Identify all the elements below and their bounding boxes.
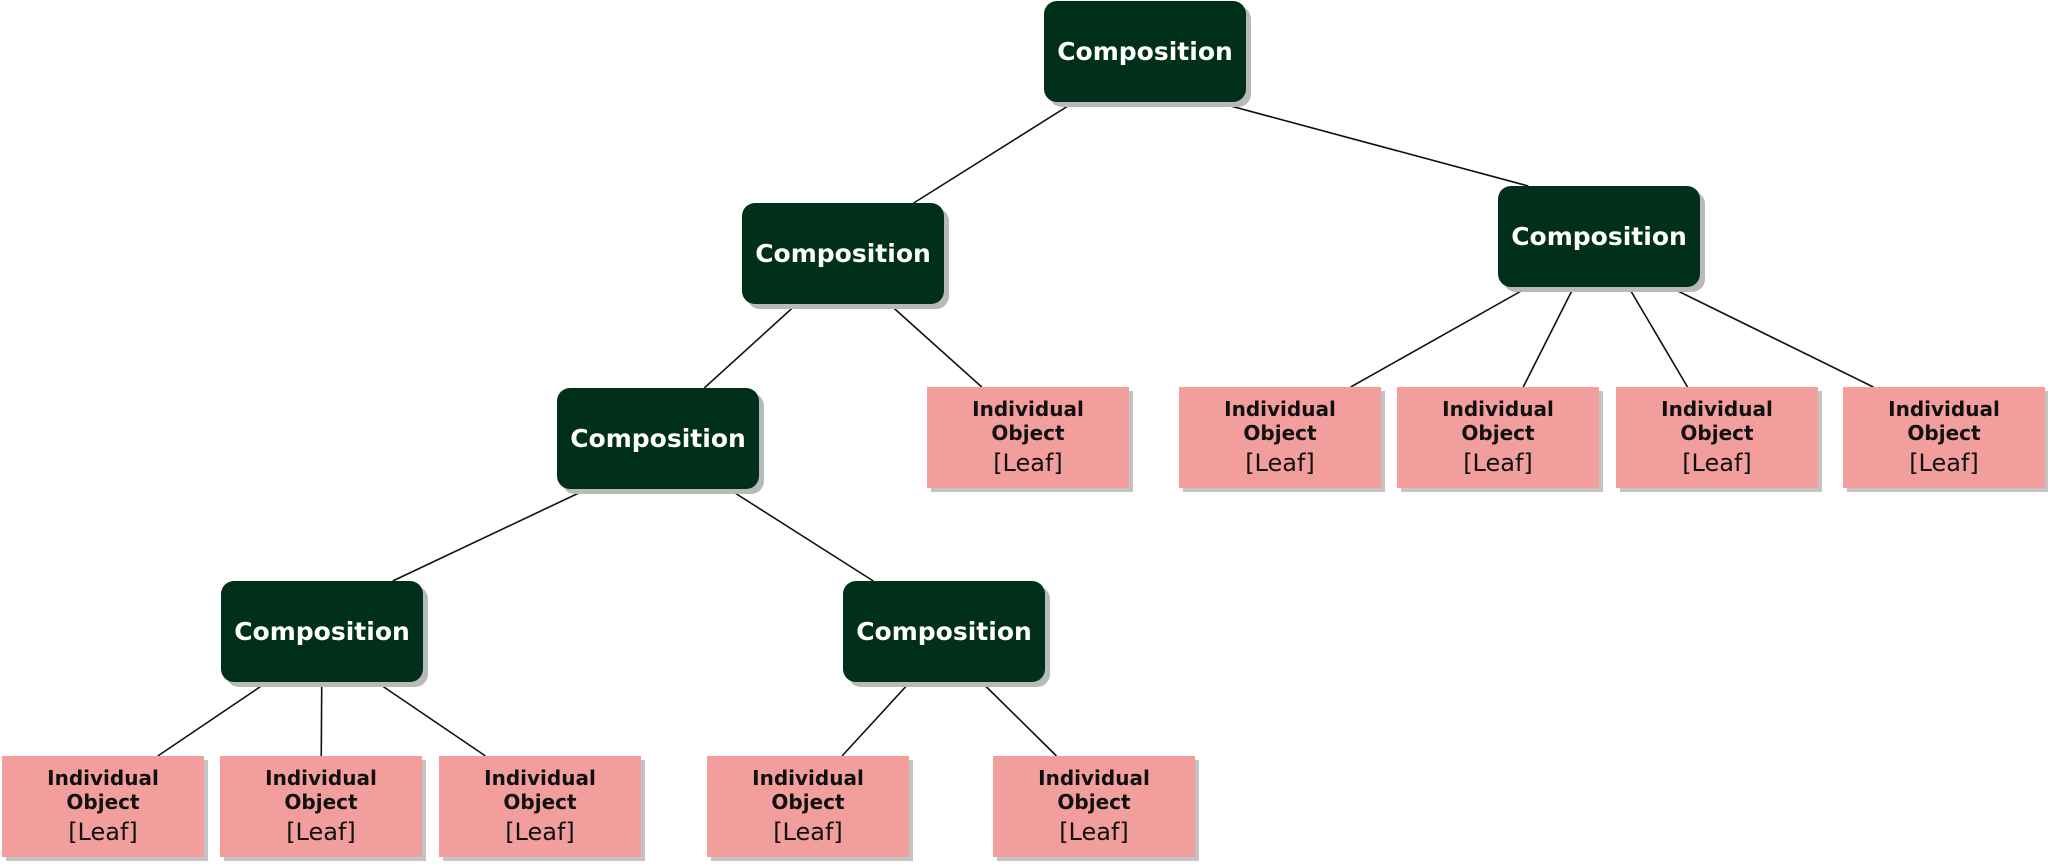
- tree-edge: [320, 681, 323, 757]
- leaf-tag: [Leaf]: [773, 817, 843, 846]
- leaf-tag: [Leaf]: [1682, 448, 1752, 477]
- tree-edge: [913, 101, 1075, 204]
- leaf-tag: [Leaf]: [1245, 448, 1315, 477]
- leaf-node: Individual Object [Leaf]: [439, 756, 641, 857]
- leaf-node: Individual Object [Leaf]: [1616, 387, 1818, 488]
- composition-node-root: Composition: [1044, 1, 1246, 102]
- tree-edge: [376, 681, 486, 757]
- composition-label: Composition: [1511, 222, 1687, 251]
- composition-node-bottom-left: Composition: [221, 581, 423, 682]
- composition-label: Composition: [234, 617, 410, 646]
- leaf-node: Individual Object [Leaf]: [927, 387, 1129, 488]
- tree-edge: [1669, 286, 1874, 388]
- tree-edge: [728, 488, 874, 582]
- leaf-title: Individual Object: [484, 765, 596, 814]
- leaf-node: Individual Object [Leaf]: [2, 756, 204, 857]
- leaf-tag: [Leaf]: [993, 448, 1063, 477]
- leaf-node: Individual Object [Leaf]: [993, 756, 1195, 857]
- leaf-tag: [Leaf]: [505, 817, 575, 846]
- composition-label: Composition: [1057, 37, 1233, 66]
- tree-edge: [1350, 286, 1529, 388]
- leaf-tag: [Leaf]: [286, 817, 356, 846]
- leaf-tag: [Leaf]: [1463, 448, 1533, 477]
- tree-edge: [392, 488, 588, 582]
- leaf-node: Individual Object [Leaf]: [1179, 387, 1381, 488]
- tree-edge: [980, 681, 1058, 757]
- tree-edge: [841, 681, 911, 757]
- tree-edge: [1522, 286, 1575, 388]
- leaf-title: Individual Object: [1442, 396, 1554, 445]
- composition-node-right: Composition: [1498, 186, 1700, 287]
- leaf-node: Individual Object [Leaf]: [1397, 387, 1599, 488]
- tree-edge: [1215, 101, 1529, 187]
- leaf-title: Individual Object: [972, 396, 1084, 445]
- leaf-title: Individual Object: [47, 765, 159, 814]
- leaf-tag: [Leaf]: [1909, 448, 1979, 477]
- leaf-title: Individual Object: [1038, 765, 1150, 814]
- composition-label: Composition: [755, 239, 931, 268]
- leaf-title: Individual Object: [1224, 396, 1336, 445]
- tree-edge: [1627, 286, 1689, 388]
- tree-edge: [157, 681, 268, 757]
- leaf-title: Individual Object: [1661, 396, 1773, 445]
- leaf-title: Individual Object: [752, 765, 864, 814]
- leaf-title: Individual Object: [1888, 396, 2000, 445]
- leaf-node: Individual Object [Leaf]: [220, 756, 422, 857]
- leaf-tag: [Leaf]: [68, 817, 138, 846]
- composition-label: Composition: [570, 424, 746, 453]
- tree-edge: [888, 303, 983, 388]
- leaf-node: Individual Object [Leaf]: [1843, 387, 2045, 488]
- composition-node-middle: Composition: [557, 388, 759, 489]
- composition-node-left: Composition: [742, 203, 944, 304]
- leaf-tag: [Leaf]: [1059, 817, 1129, 846]
- leaf-title: Individual Object: [265, 765, 377, 814]
- leaf-node: Individual Object [Leaf]: [707, 756, 909, 857]
- composition-label: Composition: [856, 617, 1032, 646]
- composition-node-bottom-middle: Composition: [843, 581, 1045, 682]
- tree-edge: [703, 303, 798, 389]
